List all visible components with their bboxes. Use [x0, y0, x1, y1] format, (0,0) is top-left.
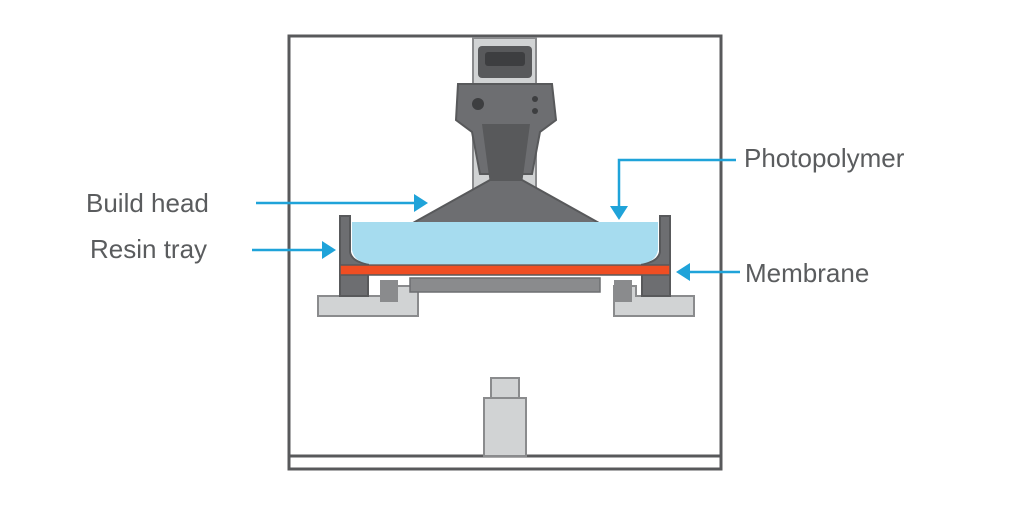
- light-source-lens: [490, 377, 520, 399]
- light-source-body: [483, 397, 527, 457]
- light-source: [483, 377, 527, 457]
- tray-wall-left: [339, 215, 369, 297]
- build-head: [400, 83, 612, 229]
- mount-right: [613, 285, 695, 317]
- arrow-build-head-tip: [414, 194, 428, 212]
- callout-arrows: [252, 158, 740, 281]
- clamp-screw: [532, 96, 538, 102]
- clamp-screw: [532, 108, 538, 114]
- tray-window: [409, 277, 601, 293]
- build-platform: [400, 179, 612, 229]
- label-photopolymer: Photopolymer: [744, 143, 905, 173]
- arrow-membrane-tip: [676, 263, 690, 281]
- label-resin-tray: Resin tray: [90, 234, 208, 264]
- photopolymer-resin: [352, 222, 658, 264]
- resin-tray: [339, 215, 671, 297]
- arrow-photopolymer-tip: [610, 206, 628, 220]
- mount-block-left: [380, 280, 398, 302]
- tray-wall-right: [641, 215, 671, 297]
- label-membrane: Membrane: [745, 258, 870, 288]
- build-head-neck: [482, 124, 530, 184]
- arrow-photopolymer: [617, 158, 736, 206]
- clamp-screw: [472, 98, 484, 110]
- printer-frame: [287, 34, 723, 471]
- membrane: [339, 264, 671, 276]
- label-build-head: Build head: [86, 188, 209, 218]
- rail-carriage-top: [485, 52, 525, 66]
- arrow-resin-tray-tip: [322, 241, 336, 259]
- mount-block-right: [614, 280, 632, 302]
